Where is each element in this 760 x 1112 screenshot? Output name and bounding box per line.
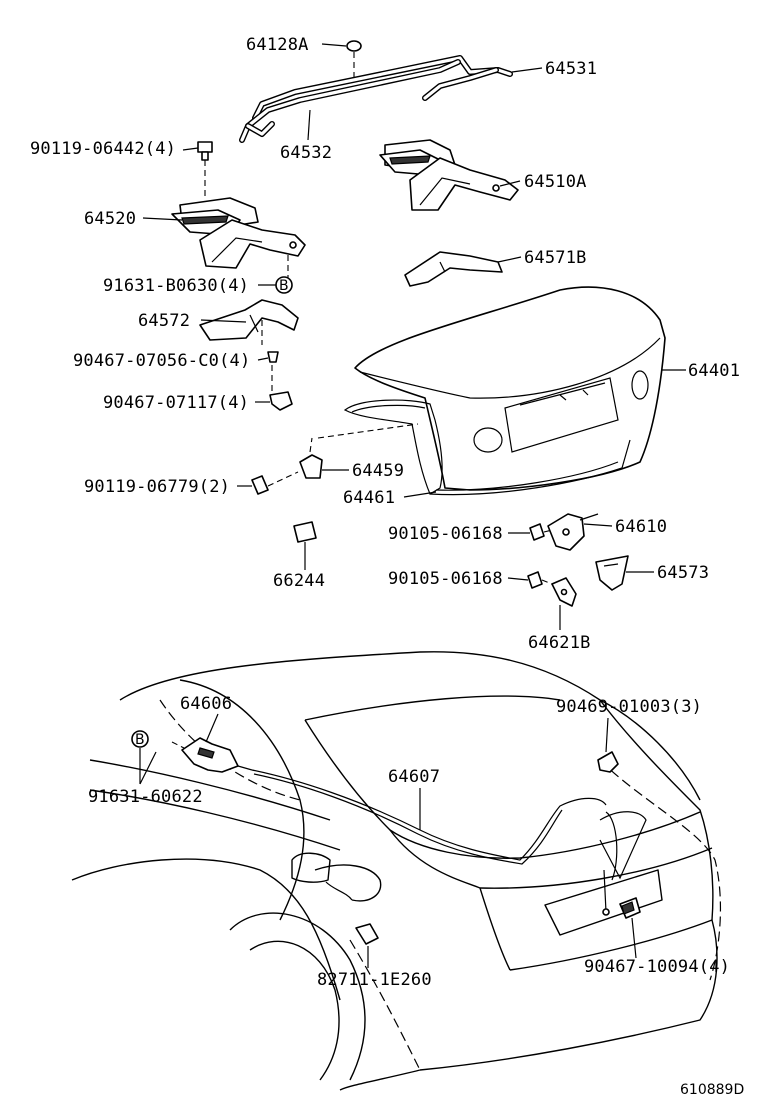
label-64571B: 64571B bbox=[524, 248, 587, 268]
label-64606: 64606 bbox=[180, 694, 232, 714]
callout-b-bottom-label: B bbox=[135, 732, 145, 748]
label-64607: 64607 bbox=[388, 767, 440, 787]
label-82711-1E260: 82711-1E260 bbox=[317, 970, 432, 990]
clip-90467-07056 bbox=[267, 351, 279, 392]
label-64401: 64401 bbox=[688, 361, 740, 381]
label-90119-06442: 90119-06442(4) bbox=[30, 139, 176, 159]
label-90467-07056: 90467-07056-C0(4) bbox=[73, 351, 250, 371]
bolt-90119-06779 bbox=[251, 471, 299, 495]
clip-90467-10094 bbox=[619, 897, 641, 919]
label-64532: 64532 bbox=[280, 143, 332, 163]
weatherstrip-64461 bbox=[317, 399, 631, 496]
release-cable-64607 bbox=[251, 769, 647, 916]
pad-66244 bbox=[293, 521, 317, 543]
label-64128A: 64128A bbox=[246, 35, 309, 55]
label-64531: 64531 bbox=[545, 59, 597, 79]
grommet-90469-01003 bbox=[597, 751, 619, 773]
bushing-64128A bbox=[346, 40, 362, 78]
label-66244: 66244 bbox=[273, 571, 325, 591]
callout-b-top-label: B bbox=[279, 278, 289, 294]
hinge-64520 bbox=[171, 160, 306, 278]
release-lever-64606 bbox=[171, 737, 253, 773]
label-91631-B0630: 91631-B0630(4) bbox=[103, 276, 249, 296]
label-64621B: 64621B bbox=[528, 633, 591, 653]
label-90119-06779: 90119-06779(2) bbox=[84, 477, 230, 497]
label-91631-60622: 91631-60622 bbox=[88, 787, 203, 807]
callout-b-top: B bbox=[275, 276, 293, 294]
label-64610: 64610 bbox=[615, 517, 667, 537]
striker-64621B bbox=[551, 577, 577, 607]
bracket-64571B bbox=[404, 251, 503, 287]
stopper-64459 bbox=[299, 437, 323, 479]
part-labels: 64128A 64531 64532 90119-06442(4) 64510A… bbox=[30, 35, 744, 1098]
hinge-64510A bbox=[379, 139, 519, 211]
label-64510A: 64510A bbox=[524, 172, 587, 192]
lock-64610 bbox=[547, 513, 599, 551]
bolt-90105-06168-upper bbox=[529, 523, 553, 541]
label-90105-06168-upper: 90105-06168 bbox=[388, 524, 503, 544]
label-90469-01003: 90469-01003(3) bbox=[556, 697, 702, 717]
cover-64573 bbox=[595, 555, 629, 591]
label-64573: 64573 bbox=[657, 563, 709, 583]
callout-b-bottom: B bbox=[131, 730, 149, 748]
label-90467-07117: 90467-07117(4) bbox=[103, 393, 249, 413]
label-90467-10094: 90467-10094(4) bbox=[584, 957, 730, 977]
drawing-code: 610889D bbox=[680, 1082, 744, 1098]
car-body bbox=[71, 651, 722, 1091]
label-64459: 64459 bbox=[352, 461, 404, 481]
label-90105-06168-lower: 90105-06168 bbox=[388, 569, 503, 589]
torsion-bar-64532 bbox=[239, 59, 461, 143]
label-64461: 64461 bbox=[343, 488, 395, 508]
clip-90467-07117 bbox=[269, 391, 293, 411]
torsion-bar-64531 bbox=[252, 55, 513, 121]
fuel-opener-82711-1E260 bbox=[325, 881, 379, 945]
bolt-90105-06168-lower bbox=[527, 571, 553, 589]
label-64572: 64572 bbox=[138, 311, 190, 331]
bracket-64572 bbox=[199, 299, 299, 345]
label-64520: 64520 bbox=[84, 209, 136, 229]
bolt-90119-06442 bbox=[197, 141, 213, 161]
leader-lines bbox=[139, 43, 686, 968]
trunk-lid-64401 bbox=[354, 286, 666, 491]
